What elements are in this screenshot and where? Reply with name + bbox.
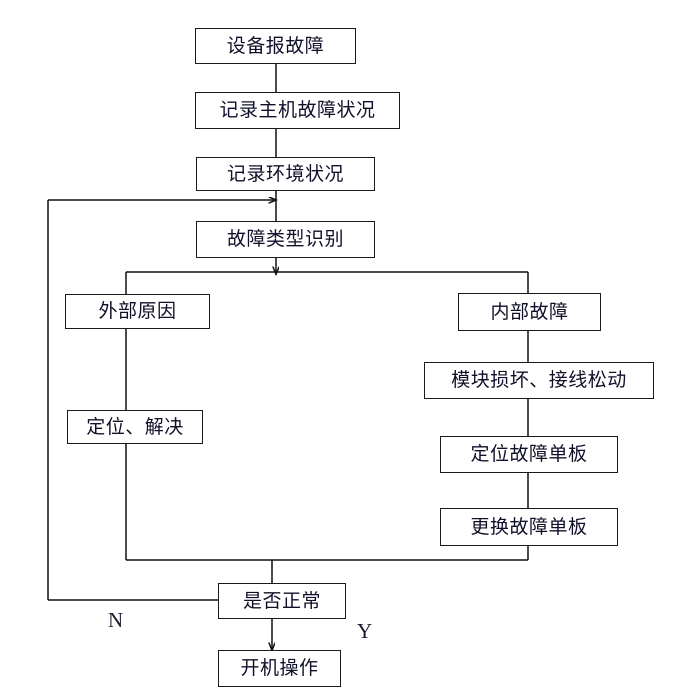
node-locate-board[interactable]: 定位故障单板: [440, 436, 618, 473]
node-label: 是否正常: [242, 590, 321, 612]
node-label: 模块损坏、接线松动: [451, 370, 627, 391]
node-module-damage[interactable]: 模块损坏、接线松动: [424, 362, 654, 399]
node-label: 定位故障单板: [470, 444, 588, 465]
node-external-cause[interactable]: 外部原因: [65, 294, 210, 329]
node-internal-fault[interactable]: 内部故障: [458, 293, 601, 331]
node-label: 开机操作: [240, 658, 319, 679]
node-fault-type[interactable]: 故障类型识别: [196, 221, 375, 258]
node-label: 内部故障: [490, 301, 569, 323]
node-power-on[interactable]: 开机操作: [218, 650, 341, 687]
node-is-normal[interactable]: 是否正常: [218, 583, 346, 619]
edge-label-branch-yes: Y: [357, 619, 373, 643]
node-report-fault[interactable]: 设备报故障: [195, 28, 356, 64]
node-label: 设备报故障: [226, 35, 325, 57]
node-label: 外部原因: [98, 301, 177, 322]
node-label: 更换故障单板: [470, 516, 588, 538]
node-label: 记录主机故障状况: [219, 100, 376, 121]
node-label: 记录环境状况: [226, 163, 344, 185]
node-replace-board[interactable]: 更换故障单板: [440, 508, 618, 546]
node-record-host[interactable]: 记录主机故障状况: [195, 92, 400, 129]
node-label: 定位、解决: [86, 416, 184, 438]
node-record-env[interactable]: 记录环境状况: [196, 157, 375, 191]
node-label: 故障类型识别: [226, 229, 344, 250]
node-locate-solve[interactable]: 定位、解决: [67, 410, 203, 444]
edge-label-branch-no: N: [108, 608, 124, 632]
